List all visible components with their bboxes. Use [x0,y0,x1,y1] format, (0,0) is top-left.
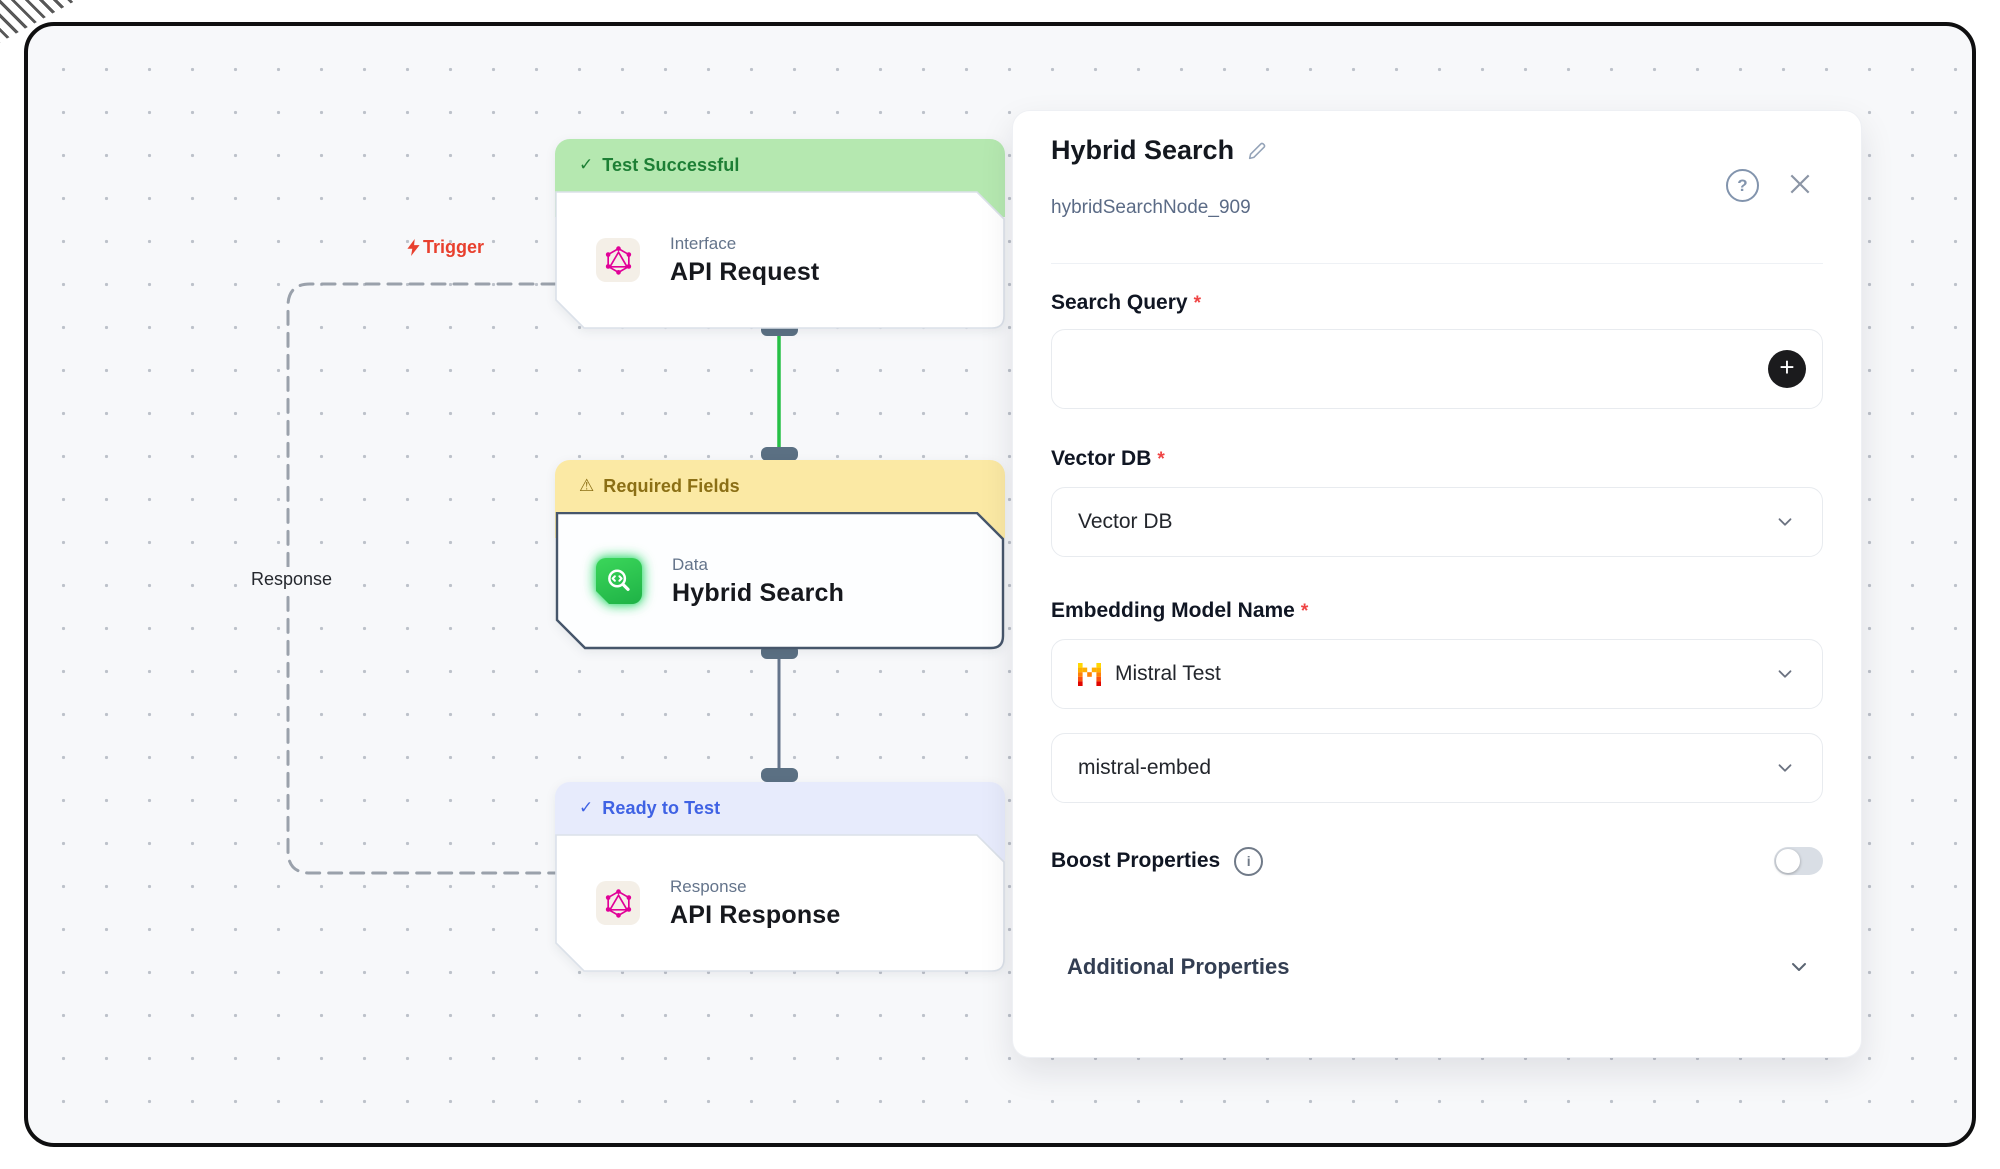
help-button[interactable]: ? [1726,169,1759,202]
search-query-input[interactable] [1070,338,1752,400]
boost-properties-row: Boost Properties i [1051,844,1823,878]
node-api-request[interactable]: ✓ Test Successful Interface API Request [555,139,1005,329]
node-title: API Request [670,257,820,286]
chevron-down-icon [1778,670,1792,678]
vector-db-select[interactable]: Vector DB [1051,487,1823,557]
mistral-logo-icon [1078,662,1101,686]
response-edge-label: Response [243,567,341,592]
node-hybrid-search[interactable]: ⚠ Required Fields Data Hybrid Search [555,460,1005,650]
info-icon: i [1234,846,1264,876]
required-asterisk: * [1193,293,1201,314]
chevron-down-icon [1778,764,1792,772]
graphql-icon [596,238,640,282]
boost-properties-toggle[interactable] [1774,847,1823,875]
node-body: Data Hybrid Search [555,512,1005,650]
node-text: Data Hybrid Search [672,555,844,608]
node-category: Data [672,554,708,574]
node-status-text: Required Fields [603,476,740,496]
node-body: Interface API Request [555,191,1005,329]
node-body-shape [555,512,1005,650]
chevron-down-icon [1792,963,1806,971]
check-icon: ✓ [579,155,594,174]
node-body-shape [555,191,1005,329]
model-variant-select[interactable]: mistral-embed [1051,733,1823,803]
boost-properties-label: Boost Properties [1051,849,1221,872]
vector-db-value: Vector DB [1078,510,1173,533]
embedding-model-select[interactable]: Mistral Test [1051,639,1823,709]
plus-icon: + [1779,352,1795,382]
node-properties-panel: Hybrid Search ? hybridSearchNode_909 Sea… [1012,110,1862,1058]
edit-title-button[interactable] [1246,140,1268,162]
toggle-knob [1776,849,1800,873]
trigger-label-text: Trigger [423,237,485,257]
node-id-text: hybridSearchNode_909 [1051,197,1251,218]
node-text: Interface API Request [670,234,819,287]
chevron-down-icon [1778,518,1792,526]
divider [1051,263,1823,264]
response-label-text: Response [251,569,333,589]
node-category: Response [670,876,747,896]
node-body: Response API Response [555,834,1005,972]
model-variant-value: mistral-embed [1078,756,1212,779]
additional-properties-label: Additional Properties [1067,954,1290,979]
search-query-box: + [1051,329,1823,409]
node-title: Hybrid Search [672,578,845,607]
vector-db-label: Vector DB* [1051,447,1165,470]
node-text: Response API Response [670,877,841,930]
lightning-icon [407,239,420,256]
panel-title: Hybrid Search [1051,135,1235,165]
help-icon: ? [1726,169,1759,202]
graphql-icon [596,881,640,925]
embedding-model-value: Mistral Test [1115,662,1221,685]
pencil-icon [1248,142,1266,159]
additional-properties-header[interactable]: Additional Properties [1067,954,1811,980]
node-category: Interface [670,233,737,253]
required-asterisk: * [1157,449,1165,470]
node-status-text: Ready to Test [602,798,721,818]
node-title: API Response [670,900,841,929]
required-asterisk: * [1300,601,1309,622]
hybrid-search-icon [596,558,642,604]
warning-icon: ⚠ [579,476,595,495]
close-icon [1790,174,1810,194]
node-api-response[interactable]: ✓ Ready to Test Response API Response [555,782,1005,972]
add-query-button[interactable]: + [1768,350,1806,388]
embedding-model-label: Embedding Model Name* [1051,599,1309,622]
node-body-shape [555,834,1005,972]
check-icon: ✓ [579,798,594,817]
close-panel-button[interactable] [1787,171,1813,197]
trigger-edge-label: Trigger [407,237,484,258]
node-status-text: Test Successful [602,155,740,175]
search-query-label: Search Query* [1051,291,1201,314]
